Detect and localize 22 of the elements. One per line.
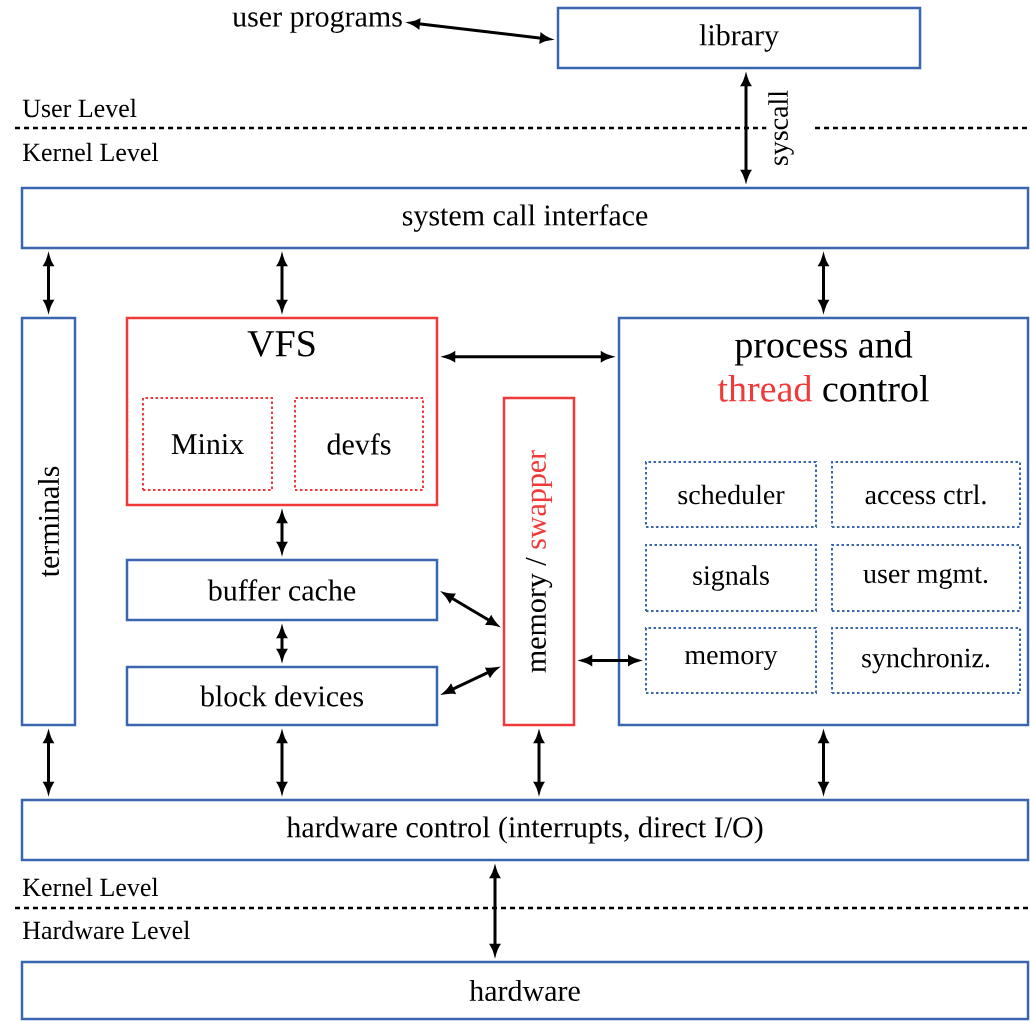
hardware-box: hardware bbox=[20, 960, 1030, 1021]
library-box: library bbox=[556, 6, 922, 70]
module-box: scheduler bbox=[645, 461, 817, 528]
level-label: Kernel Level bbox=[22, 877, 159, 897]
module-box: user mgmt. bbox=[831, 544, 1021, 612]
level-label: Hardware Level bbox=[22, 920, 190, 940]
module-box: access ctrl. bbox=[831, 461, 1021, 528]
module-box: devfs bbox=[294, 397, 424, 491]
terminal-box: terminals bbox=[20, 316, 77, 727]
module-box: Minix bbox=[142, 397, 273, 491]
text-label: user programs bbox=[232, 11, 402, 33]
module-box: synchroniz. bbox=[831, 627, 1021, 694]
module-box: signals bbox=[645, 544, 817, 612]
memory-box: memory / swapper bbox=[502, 396, 576, 727]
level-label: User Level bbox=[22, 98, 137, 118]
hardware-control-box: hardware control (interrupts, direct I/O) bbox=[20, 798, 1030, 862]
interface-box: system call interface bbox=[20, 186, 1030, 250]
edge-label: syscall bbox=[766, 87, 796, 169]
level-label: Kernel Level bbox=[22, 142, 159, 162]
cache-box: buffer cache bbox=[125, 558, 439, 622]
device-box: block devices bbox=[125, 665, 439, 727]
module-box: memory bbox=[645, 627, 817, 694]
